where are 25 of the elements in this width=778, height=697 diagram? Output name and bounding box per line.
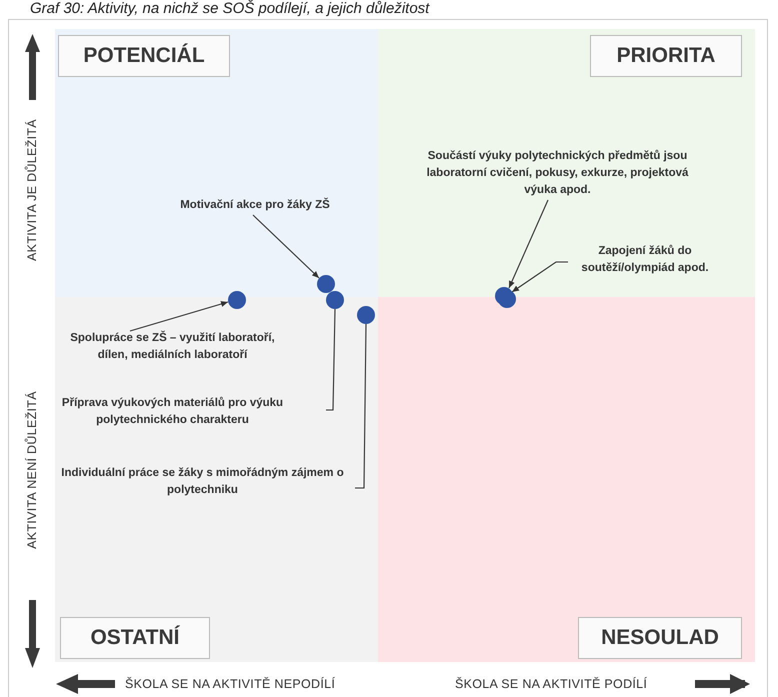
data-point [228, 291, 246, 309]
axis-label: AKTIVITA NENÍ DŮLEŽITÁ [25, 391, 39, 549]
leader-line [326, 308, 336, 411]
quadrant-label: PRIORITA [590, 35, 742, 77]
leader-line [252, 214, 320, 278]
chart-title: Graf 30: Aktivity, na nichž se SOŠ podílejí, a jejich důležitost [30, 0, 430, 17]
annotation-text: Motivační akce pro žáky ZŠ [140, 197, 370, 214]
data-point [317, 275, 335, 293]
data-point [326, 291, 344, 309]
leader-line [355, 324, 367, 489]
data-point [357, 306, 375, 324]
annotation-text: Individuální práce se žáky s mimořádným zájmem o polytechniku [60, 465, 345, 499]
annotation-text: Součástí výuky polytechnických předmětů jsou laboratorní cvičení, pokusy, exkurze, projektová výuka apod. [425, 148, 690, 199]
quadrant-label: NESOULAD [578, 617, 742, 659]
leader-line [512, 261, 568, 292]
quadrant-label: OSTATNÍ [60, 617, 210, 659]
axis-label: ŠKOLA SE NA AKTIVITĚ NEPODÍLÍ [125, 677, 336, 691]
annotation-text: Příprava výukových materiálů pro výuku polytechnického charakteru [60, 395, 285, 429]
annotation-text: Spolupráce se ZŠ – využití laboratoří, dílen, mediálních laboratoří [70, 330, 275, 364]
leader-line [508, 200, 548, 288]
quadrant-label: POTENCIÁL [58, 35, 230, 77]
annotation-text: Zapojení žáků do soutěží/olympiád apod. [560, 243, 730, 277]
axis-label: AKTIVITA JE DŮLEŽITÁ [25, 119, 39, 261]
axis-label: ŠKOLA SE NA AKTIVITĚ PODÍLÍ [455, 677, 648, 691]
leader-line [130, 301, 228, 332]
